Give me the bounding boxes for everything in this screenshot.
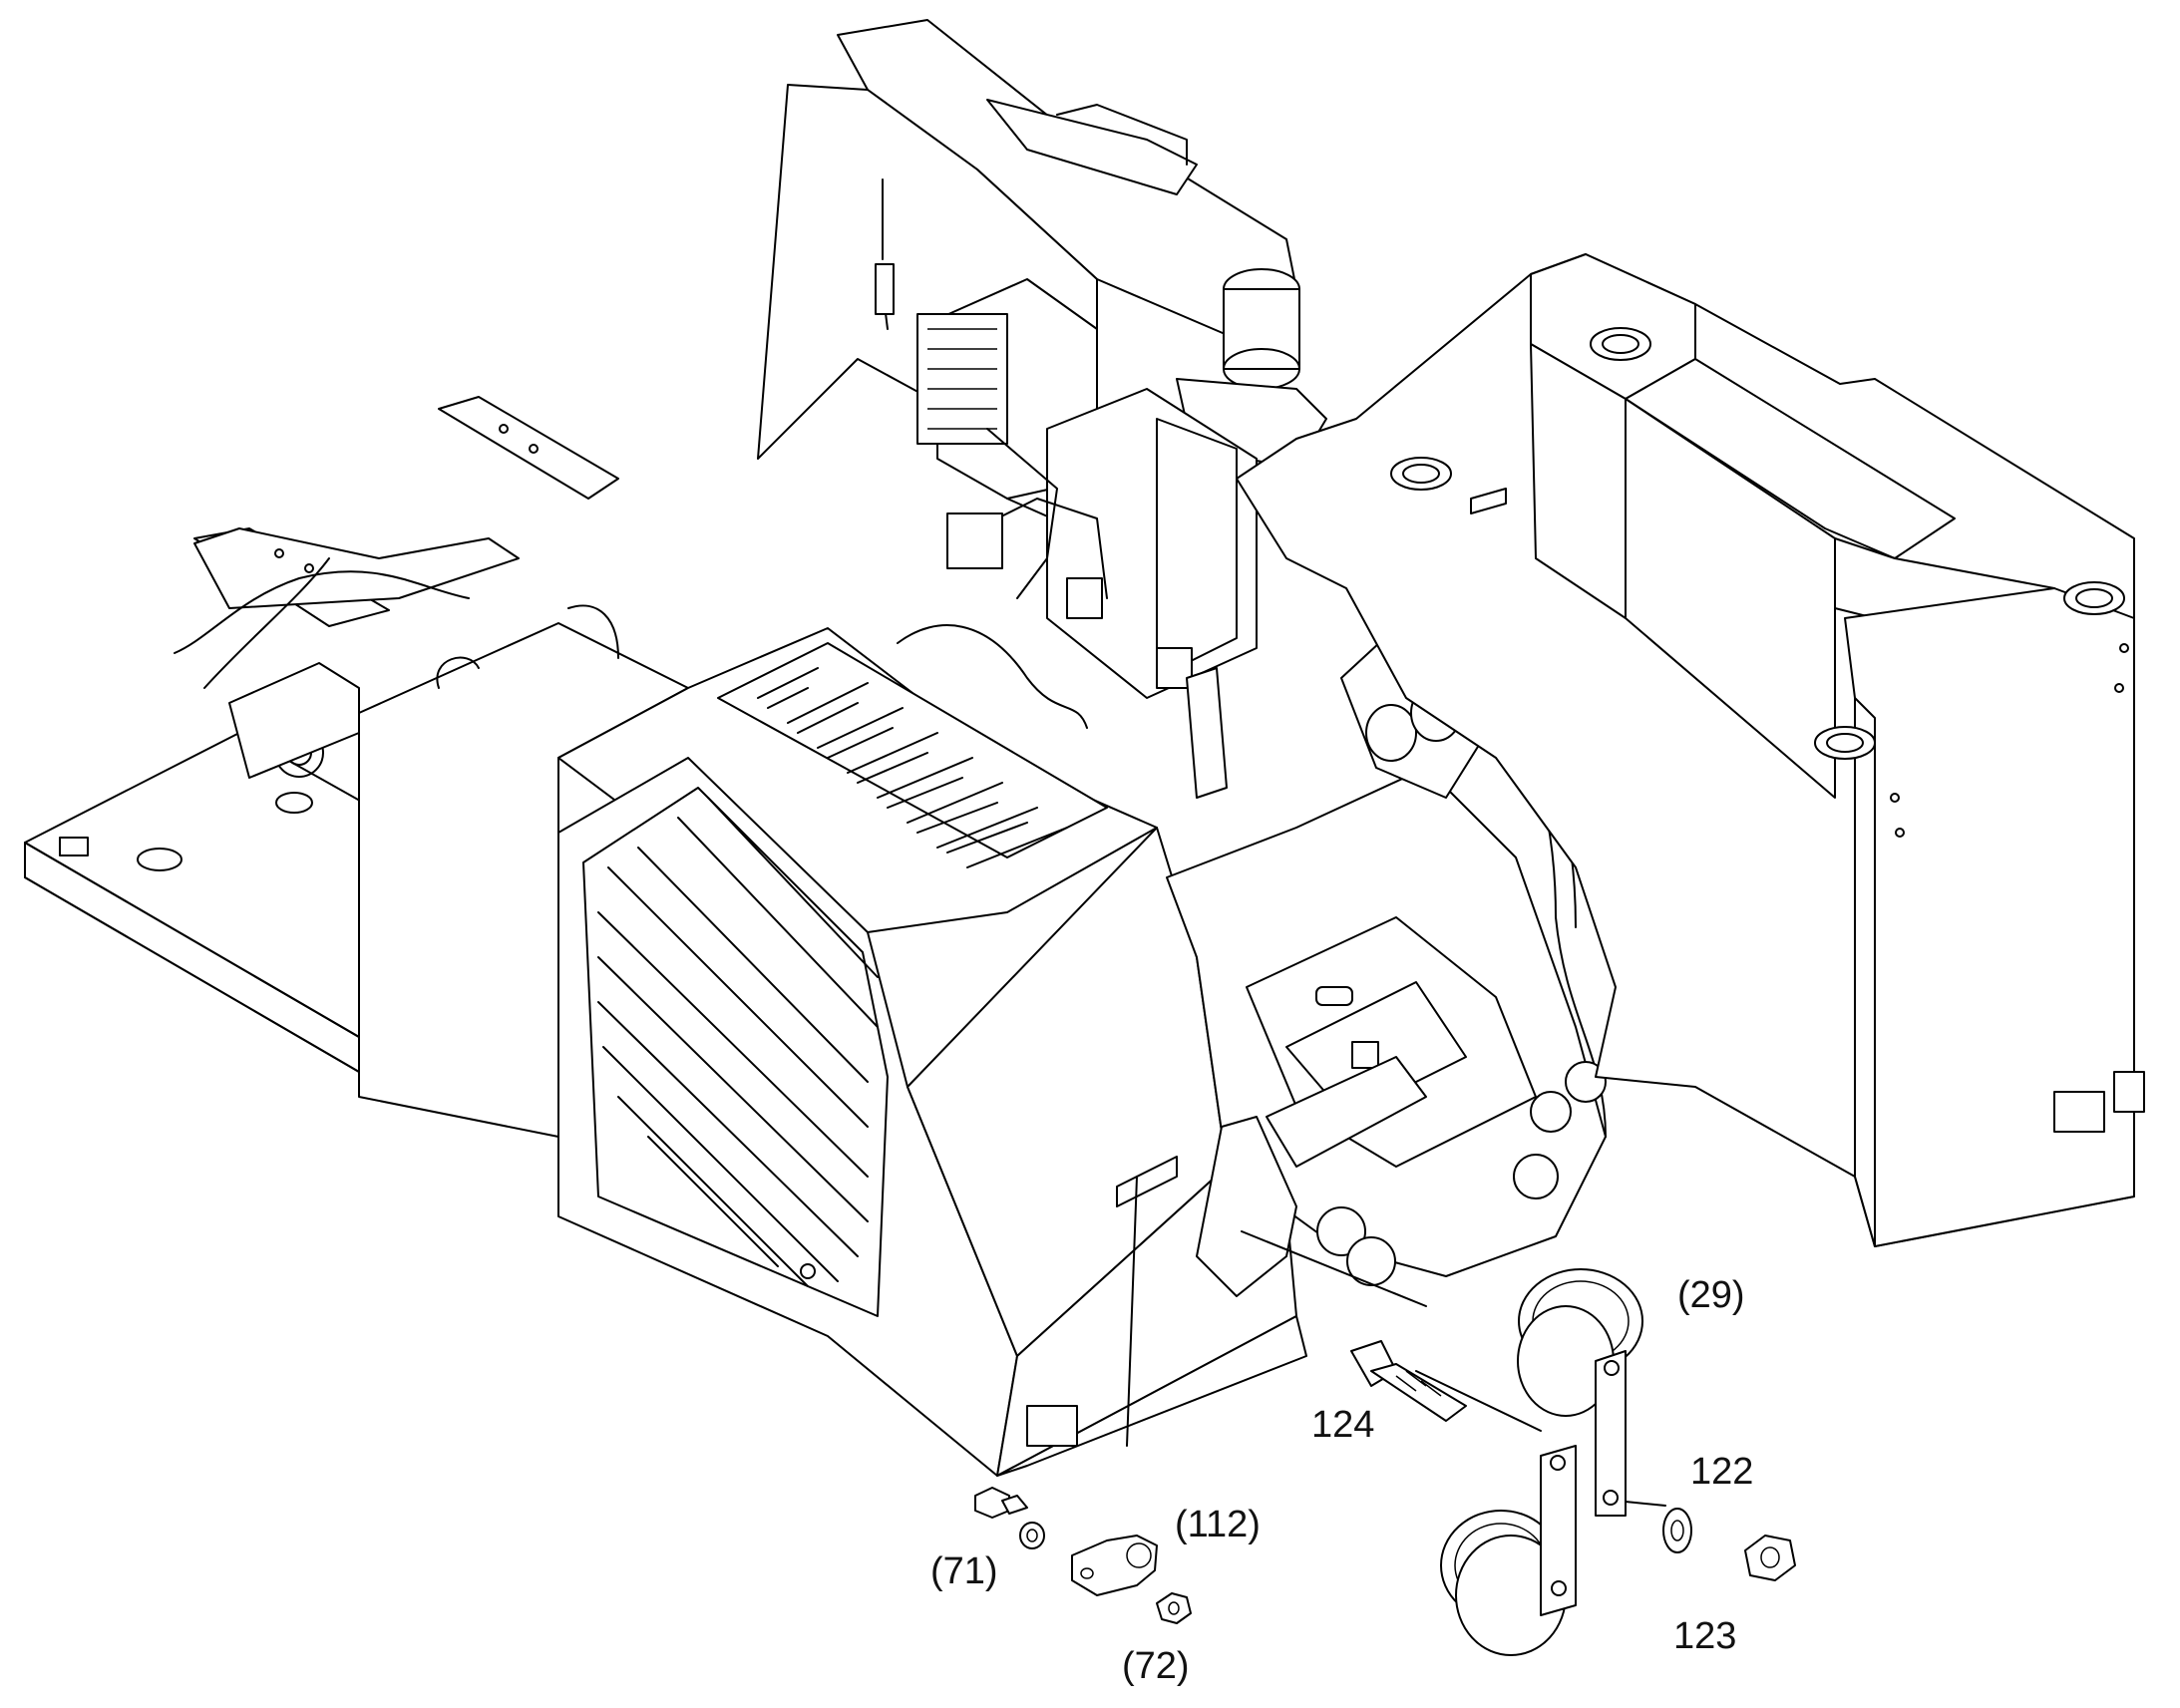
- callout-72: (72): [1122, 1645, 1190, 1687]
- bolt-124: [1351, 1341, 1466, 1421]
- left-frame: [25, 397, 618, 1072]
- callout-123: 123: [1673, 1615, 1737, 1657]
- callout-112: (112): [1175, 1504, 1261, 1545]
- bolt-71: [975, 1488, 1027, 1518]
- clamp-112: [1072, 1536, 1157, 1595]
- horn-lower: [1441, 1446, 1576, 1655]
- right-chassis: [1237, 254, 2144, 1246]
- callout-29: (29): [1677, 1274, 1745, 1316]
- upright-structure: [758, 20, 1326, 798]
- nut-123: [1745, 1536, 1795, 1580]
- nut-72: [1157, 1593, 1191, 1623]
- washer-122: [1663, 1509, 1691, 1552]
- boom-foot: [1167, 618, 1606, 1296]
- washer-71: [1020, 1523, 1044, 1548]
- horn-upper: [1518, 1269, 1642, 1516]
- callout-71: (71): [930, 1550, 998, 1592]
- callout-122: 122: [1690, 1451, 1754, 1493]
- callout-124: 124: [1311, 1404, 1375, 1446]
